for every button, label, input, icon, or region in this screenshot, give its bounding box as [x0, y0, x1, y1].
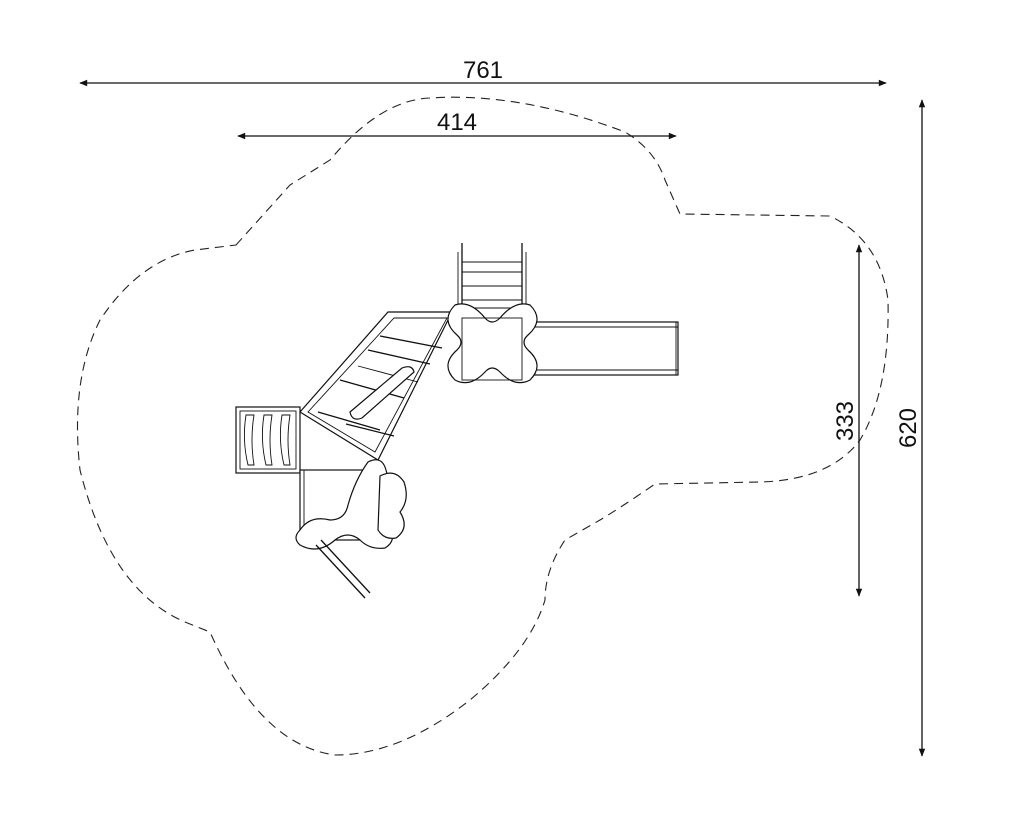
playground-equipment	[235, 243, 679, 599]
straight-slide	[523, 321, 679, 376]
upper-tower-deck	[461, 317, 523, 381]
width-dimension-label: 761	[463, 57, 503, 84]
ladder	[457, 243, 527, 312]
fire-pole	[315, 544, 366, 599]
climbing-panel	[235, 406, 301, 474]
upper-tower-roof	[447, 303, 538, 384]
equipment-depth-dimension-label: 333	[832, 401, 859, 441]
lower-tower-roof-extension	[377, 472, 407, 539]
equipment-width-dimension-label: 414	[437, 109, 477, 136]
diagonal-bridge	[299, 311, 453, 470]
overall-depth-dimension-label: 620	[895, 408, 922, 448]
safety-zone-boundary	[76, 96, 889, 756]
